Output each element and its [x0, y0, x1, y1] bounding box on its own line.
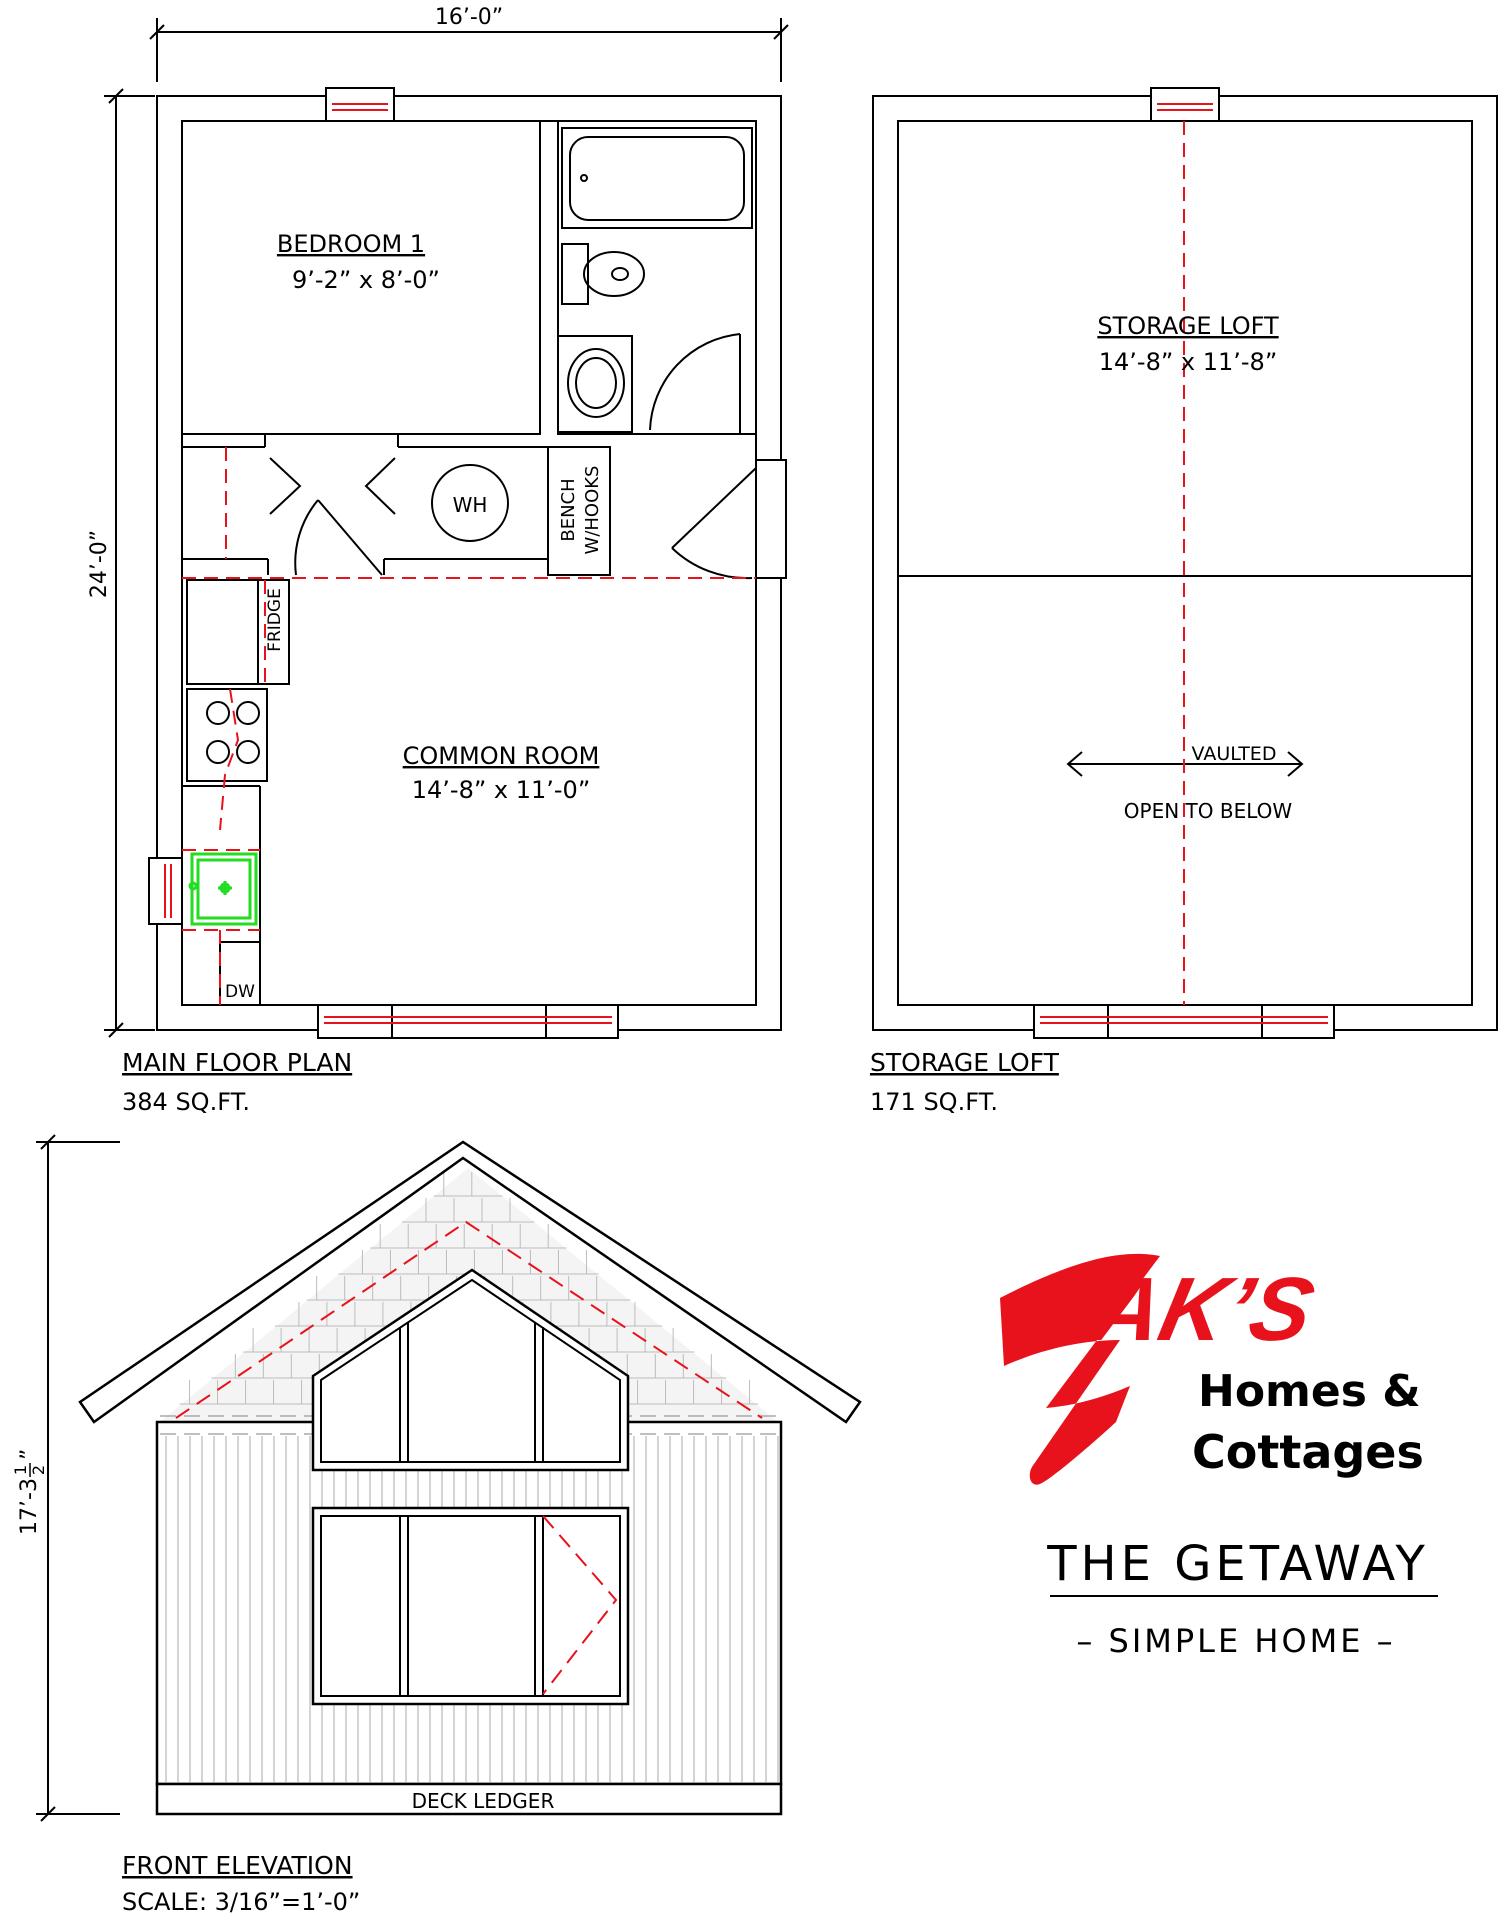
- deck-ledger-label: DECK LEDGER: [412, 1789, 555, 1813]
- loft-size: 14’-8” x 11’-8”: [1099, 348, 1278, 376]
- plan-height-dimension: 24’-0”: [87, 530, 112, 598]
- main-plan-hidden-lines: [182, 447, 756, 1005]
- main-plan-caption: MAIN FLOOR PLAN: [122, 1048, 352, 1077]
- brand-cottages: Cottages: [1192, 1425, 1424, 1479]
- kitchen-sink: [188, 852, 258, 926]
- fridge-label: FRIDGE: [265, 588, 285, 652]
- common-room-label: COMMON ROOM: [403, 742, 600, 770]
- vaulted-label: VAULTED: [1192, 743, 1277, 765]
- storage-loft-plan: [872, 87, 1498, 1039]
- front-elevation: [36, 1134, 862, 1822]
- brand-homes: Homes &: [1198, 1366, 1421, 1417]
- elevation-scale: SCALE: 3/16”=1’-0”: [122, 1888, 360, 1916]
- open-to-below-label: OPEN TO BELOW: [1124, 799, 1293, 823]
- common-room-size: 14’-8” x 11’-0”: [412, 776, 591, 804]
- loft-label: STORAGE LOFT: [1097, 312, 1279, 340]
- elevation-height-inch-mark: ”: [17, 1449, 42, 1460]
- elevation-height-fraction-numerator: 1: [11, 1465, 30, 1475]
- water-heater-label: WH: [453, 493, 488, 517]
- main-floor-plan: [104, 18, 789, 1039]
- bench-hooks-label: W/HOOKS: [582, 466, 603, 555]
- bedroom-size: 9’-2” x 8’-0”: [292, 266, 440, 294]
- bedroom-label: BEDROOM 1: [277, 230, 425, 258]
- elevation-height-fraction-denominator: 2: [29, 1465, 48, 1475]
- zaks-logo-text: ZAK’S: [1028, 1260, 1322, 1360]
- elevation-height-dimension: 17’-3: [17, 1478, 42, 1535]
- plan-subtitle: – SIMPLE HOME –: [1076, 1622, 1395, 1660]
- bench-label: BENCH: [558, 478, 579, 541]
- elevation-caption: FRONT ELEVATION: [122, 1851, 353, 1880]
- loft-area: 171 SQ.FT.: [870, 1088, 998, 1116]
- main-plan-area: 384 SQ.FT.: [122, 1088, 250, 1116]
- dishwasher-label: DW: [225, 982, 255, 1002]
- plan-name: THE GETAWAY: [1046, 1536, 1429, 1592]
- loft-caption: STORAGE LOFT: [870, 1048, 1060, 1077]
- plan-width-dimension: 16’-0”: [435, 5, 503, 30]
- zaks-logo: ZAK’S Homes & Cottages: [1000, 1253, 1424, 1485]
